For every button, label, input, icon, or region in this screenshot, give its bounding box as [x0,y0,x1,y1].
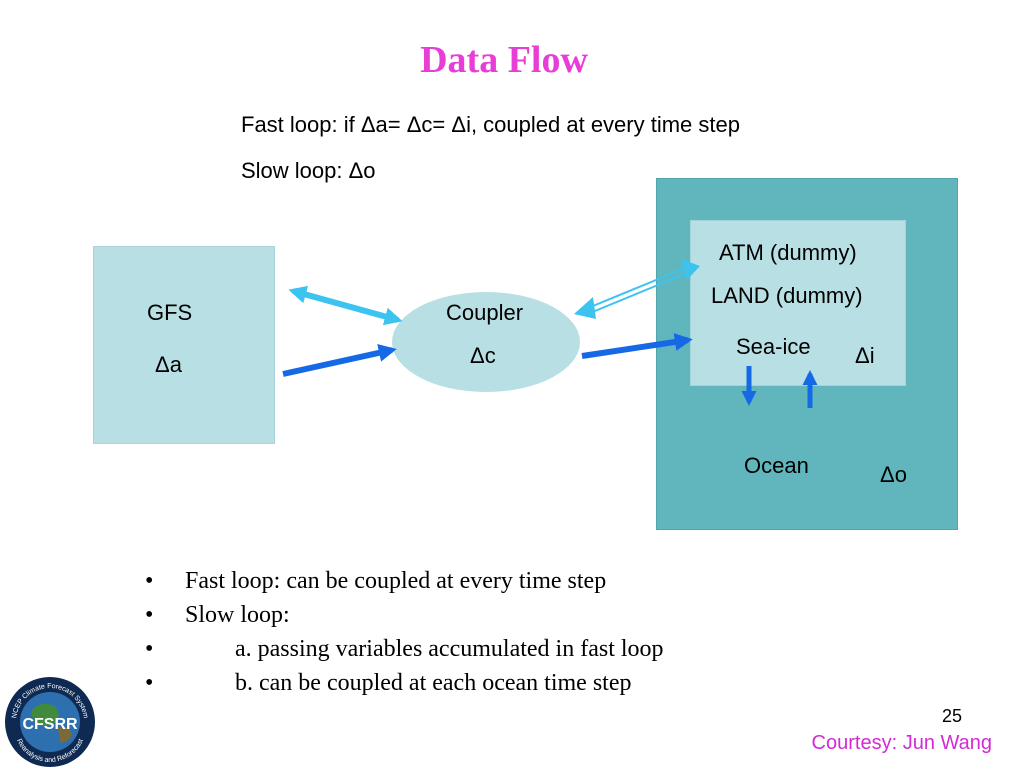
bullet-text: Slow loop: [185,602,290,628]
courtesy-credit: Courtesy: Jun Wang [811,732,992,754]
coupler-label: Coupler [446,300,524,325]
bullet-text: Fast loop: can be coupled at every time … [185,568,607,594]
seaice-label: Sea-ice [736,334,811,359]
cfsrr-logo: CFSRR NCEP Climate Forecast System Reana… [5,677,95,767]
bullet-marker: • [145,602,154,628]
logo-text: CFSRR [22,716,78,733]
atm-land-seaice-box [690,220,906,386]
ocean-timestep: Δo [880,462,907,487]
coupler-timestep: Δc [470,343,496,368]
gfs-label: GFS [147,300,193,325]
gfs-coupler-bidirectional-arrow [288,285,403,326]
ocean-label: Ocean [744,453,809,478]
coupler-atm-double-line-arrow [574,259,700,319]
bullet-marker: • [145,670,154,696]
bullet-marker: • [145,568,154,594]
seaice-timestep: Δi [855,343,875,368]
coupler-ellipse [392,292,580,392]
bullet-text: a. passing variables accumulated in fast… [235,636,664,662]
slow-loop-note: Slow loop: Δo [241,158,376,183]
fast-loop-note: Fast loop: if Δa= Δc= Δi, coupled at eve… [241,112,740,137]
bullet-marker: • [145,636,154,662]
bullet-text: b. can be coupled at each ocean time ste… [235,670,632,696]
page-title: Data Flow [420,39,588,81]
gfs-box [93,246,275,444]
atm-label: ATM (dummy) [719,240,857,265]
coupler-to-ocean-arrow [581,333,693,359]
page-number: 25 [941,706,962,726]
land-label: LAND (dummy) [711,283,863,308]
gfs-timestep: Δa [155,352,182,377]
gfs-to-coupler-arrow [282,344,397,377]
